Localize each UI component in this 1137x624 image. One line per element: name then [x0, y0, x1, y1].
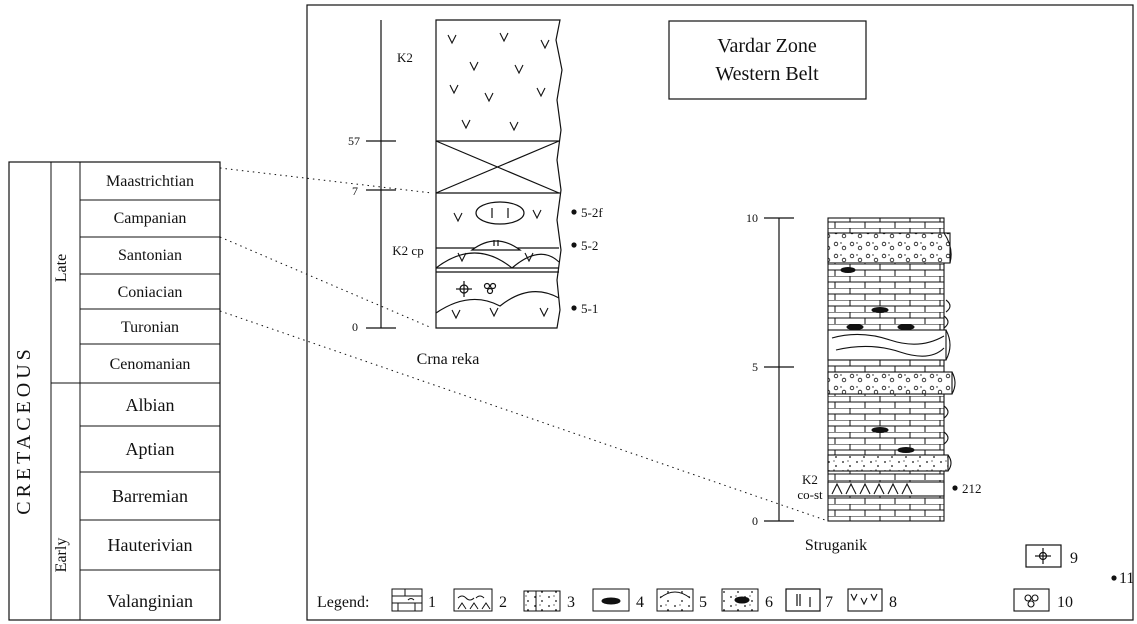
sample-label-212: 212 — [962, 481, 982, 496]
struganik-name: Struganik — [805, 537, 867, 554]
struganik-scale — [764, 218, 794, 521]
crna-reka-scale — [366, 20, 396, 328]
stage-turonian: Turonian — [121, 319, 179, 336]
title-line-1: Vardar Zone — [717, 35, 817, 57]
legend-symbol-6 — [722, 589, 758, 611]
stage-albian: Albian — [126, 395, 175, 415]
stage-hauterivian: Hauterivian — [108, 535, 193, 555]
legend-symbol-9 — [1026, 545, 1061, 567]
struganik-scale-label-10: 10 — [746, 211, 758, 225]
crna-reka-unit-k2cp: K2 cp — [392, 243, 423, 258]
legend-symbol-1 — [392, 589, 422, 611]
stage-barremian: Barremian — [112, 486, 188, 506]
series-label-early: Early — [53, 538, 70, 573]
crna-reka-scale-label-7: 7 — [352, 184, 358, 198]
legend-num-4: 4 — [636, 594, 644, 611]
stage-maastrichtian: Maastrichtian — [106, 173, 194, 190]
crna-reka-scale-label-0: 0 — [352, 320, 358, 334]
struganik-sample-point — [952, 485, 957, 490]
legend-symbol-4 — [593, 589, 629, 611]
legend-symbol-8 — [848, 589, 882, 611]
system-label: CRETACEOUS — [13, 345, 35, 515]
crna-reka-name: Crna reka — [417, 351, 480, 368]
legend-num-1: 1 — [428, 594, 436, 611]
sample-label-5-1: 5-1 — [581, 301, 598, 316]
series-label-late: Late — [53, 254, 70, 282]
legend-symbol-5 — [657, 589, 693, 611]
stage-campanian: Campanian — [114, 210, 187, 227]
struganik-column — [828, 218, 955, 521]
crna-reka-scale-label-57: 57 — [348, 134, 360, 148]
crna-reka-unit-k2: K2 — [397, 50, 413, 65]
stage-cenomanian: Cenomanian — [110, 356, 191, 373]
legend-num-2: 2 — [499, 594, 507, 611]
stage-santonian: Santonian — [118, 247, 182, 264]
stage-aptian: Aptian — [126, 439, 175, 459]
legend-num-9: 9 — [1070, 550, 1078, 567]
legend-num-6: 6 — [765, 594, 773, 611]
legend-num-3: 3 — [567, 594, 575, 611]
struganik-unit-co-st: co-st — [797, 487, 823, 502]
title-box — [669, 21, 866, 99]
legend-num-7: 7 — [825, 594, 833, 611]
struganik-scale-label-0: 0 — [752, 514, 758, 528]
crna-reka-sample-points — [571, 209, 576, 310]
legend-num-8: 8 — [889, 594, 897, 611]
legend-symbol-7 — [786, 589, 820, 611]
legend-symbol-11 — [1111, 575, 1116, 580]
sample-label-5-2f: 5-2f — [581, 205, 603, 220]
legend-symbol-3 — [524, 591, 560, 611]
legend-num-11: 11 — [1119, 570, 1134, 587]
stage-valanginian: Valanginian — [107, 591, 193, 611]
struganik-unit-k2: K2 — [802, 472, 818, 487]
legend-label: Legend: — [317, 594, 369, 611]
legend-num-10: 10 — [1057, 594, 1073, 611]
sample-label-5-2: 5-2 — [581, 238, 598, 253]
crna-reka-column — [436, 20, 562, 328]
stage-coniacian: Coniacian — [118, 284, 183, 301]
title-line-2: Western Belt — [715, 63, 819, 85]
legend-symbol-10 — [1014, 589, 1049, 611]
legend-symbol-2 — [454, 589, 492, 611]
struganik-scale-label-5: 5 — [752, 360, 758, 374]
legend-num-5: 5 — [699, 594, 707, 611]
